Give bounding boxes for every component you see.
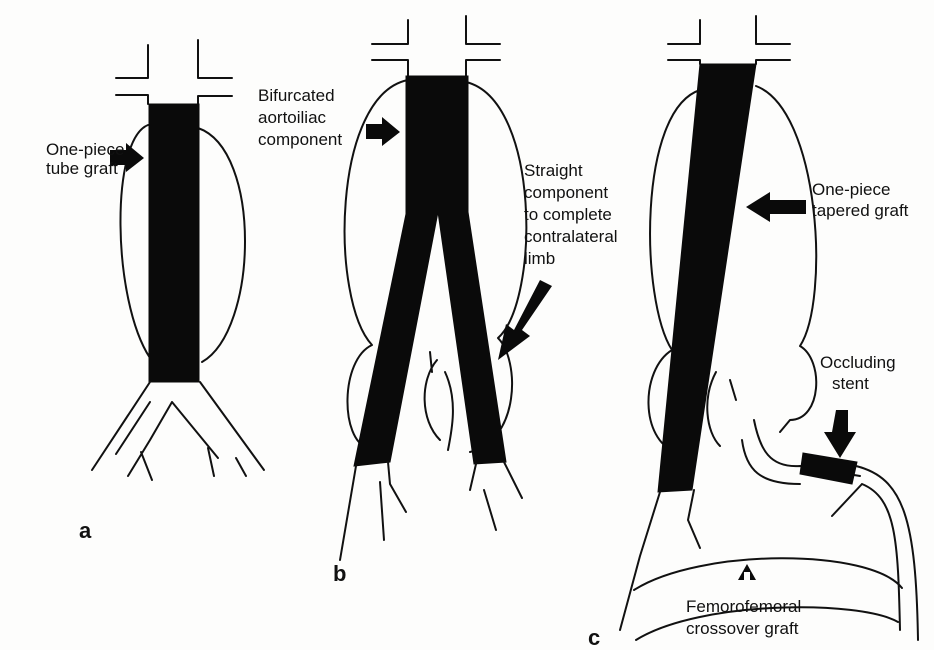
panel-c-label3-line1: Femorofemoral: [686, 597, 801, 616]
panel-a-aorta-top-right: [198, 40, 232, 104]
panel-c-occluding-stent: [800, 453, 857, 484]
panel-b-straight-limb: [438, 212, 506, 464]
panel-b-label1-line1: Bifurcated: [258, 86, 335, 105]
panel-b-label2-line4: contralateral: [524, 227, 618, 246]
panel-c-arrow-stent-icon: [824, 410, 856, 458]
panel-b-iliac-branches: [340, 462, 522, 560]
panel-b-arrow-straight-icon: [498, 280, 552, 360]
panel-b-inner-bulge: [425, 352, 453, 450]
panel-b-label2-line5: limb: [524, 249, 555, 268]
panel-a-label-line2: tube graft: [46, 159, 118, 178]
panel-a-label-line1: One-piece: [46, 140, 124, 159]
panel-c-aorta-top-right: [756, 16, 790, 64]
panel-b-letter: b: [333, 561, 346, 586]
panel-b-label1-line2: aortoiliac: [258, 108, 327, 127]
panel-c-letter: c: [588, 625, 600, 650]
panel-c: One-piece tapered graft Occluding stent …: [588, 16, 918, 650]
panel-a-tube-graft: [149, 104, 199, 382]
panel-a-letter: a: [79, 518, 92, 543]
panel-b-aorta-top-left: [372, 20, 408, 76]
panel-c-aorta-top-left: [668, 20, 700, 64]
panel-a-iliac-branches: [92, 382, 264, 480]
panel-b-label2-line2: component: [524, 183, 608, 202]
panel-c-label1-line2: tapered graft: [812, 201, 909, 220]
panel-b: Bifurcated aortoiliac component Straight…: [258, 16, 618, 586]
panel-a: One-piece tube graft a: [46, 40, 264, 543]
panel-c-inner-bulge: [707, 372, 736, 446]
panel-b-label2-line1: Straight: [524, 161, 583, 180]
panel-c-arrow-tapered-icon: [746, 192, 806, 222]
panel-c-label3-line2: crossover graft: [686, 619, 799, 638]
panel-b-label2-line3: to complete: [524, 205, 612, 224]
panel-c-arrow-crossover-icon: [738, 564, 756, 580]
panel-a-aorta-top-left: [116, 45, 148, 104]
panel-b-arrow-bifurcated-icon: [366, 117, 400, 146]
panel-b-label1-line3: component: [258, 130, 342, 149]
panel-c-tapered-graft: [658, 64, 756, 492]
panel-c-label2-line2: stent: [832, 374, 869, 393]
panel-b-aorta-top-right: [466, 16, 500, 76]
panel-c-label1-line1: One-piece: [812, 180, 890, 199]
panel-c-label2-line1: Occluding: [820, 353, 896, 372]
